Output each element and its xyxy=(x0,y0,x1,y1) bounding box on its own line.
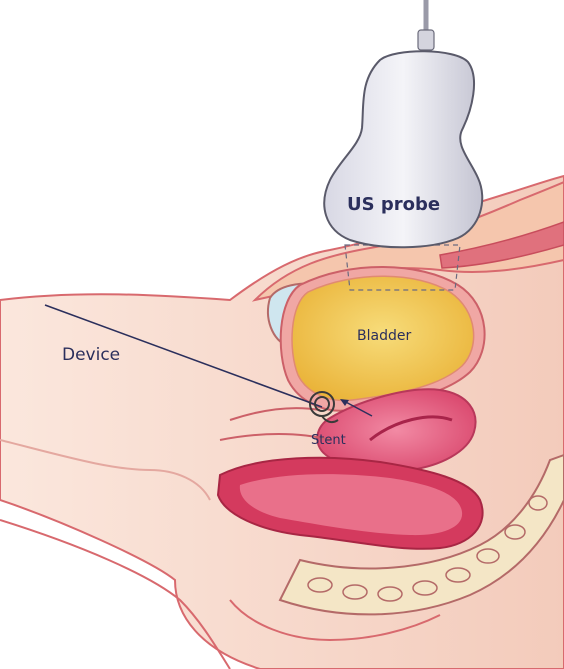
label-us-probe: US probe xyxy=(347,194,440,215)
label-device: Device xyxy=(62,345,120,365)
probe-strain-relief xyxy=(418,30,434,50)
label-bladder: Bladder xyxy=(357,328,411,344)
label-stent: Stent xyxy=(311,433,346,448)
us-probe[interactable] xyxy=(324,51,482,247)
